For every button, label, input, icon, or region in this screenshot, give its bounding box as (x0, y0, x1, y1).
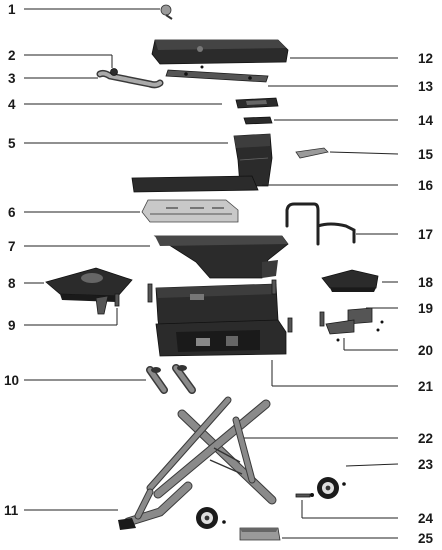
part-15-clip (295, 147, 329, 159)
callout-15: 15 (418, 147, 434, 162)
part-20-bracket (319, 311, 355, 342)
callout-25: 25 (418, 531, 434, 546)
part-25-tray (239, 527, 281, 541)
callout-12: 12 (418, 51, 433, 66)
callout-7: 7 (8, 239, 16, 254)
part-6-heat-deflector (141, 199, 239, 223)
part-9-pin (114, 293, 120, 307)
callout-21: 21 (418, 379, 434, 394)
part-8-side-table (45, 267, 133, 315)
callout-10: 10 (4, 373, 19, 388)
callout-3: 3 (8, 71, 16, 86)
part-22-cart-frame (146, 396, 277, 505)
part-2-handle-screw (110, 68, 118, 76)
callout-13: 13 (418, 79, 434, 94)
part-18-side-shelf (321, 269, 379, 292)
part-4-plate (235, 97, 279, 109)
part-5-burner-box (233, 133, 273, 187)
part-24-axle-bolts (295, 493, 314, 498)
callout-6: 6 (8, 205, 16, 220)
part-21-base (155, 317, 293, 357)
callout-24: 24 (418, 511, 434, 526)
callout-2: 2 (8, 48, 16, 63)
callout-17: 17 (418, 227, 433, 242)
part-12-lid (151, 39, 289, 65)
callout-14: 14 (418, 113, 434, 128)
leader-lines (24, 8, 399, 539)
part-wheel-left (196, 507, 226, 529)
callout-5: 5 (8, 136, 16, 151)
callout-22: 22 (418, 431, 433, 446)
part-10-leg-connectors (146, 364, 196, 394)
part-3-handle (96, 69, 164, 89)
part-17-wire-stand (285, 202, 356, 246)
callout-numbers: 1 2 3 4 5 6 7 8 9 10 11 12 13 14 15 16 1… (4, 2, 434, 546)
callout-23: 23 (418, 457, 434, 472)
callout-9: 9 (8, 318, 16, 333)
callout-11: 11 (4, 503, 19, 518)
part-7-firebox (153, 235, 289, 279)
callout-1: 1 (8, 2, 16, 17)
callout-20: 20 (418, 343, 433, 358)
part-1-knob (160, 4, 173, 20)
callout-19: 19 (418, 301, 433, 316)
part-14-small-plate (243, 116, 273, 125)
part-11-leg-foot (118, 481, 193, 530)
part-23-wheel (317, 477, 346, 499)
callout-18: 18 (418, 275, 434, 290)
callout-4: 4 (8, 97, 16, 112)
callout-16: 16 (418, 178, 434, 193)
callout-8: 8 (8, 276, 16, 291)
part-16-cooking-grate (131, 175, 259, 193)
part-13-bracket-bar (165, 65, 269, 83)
